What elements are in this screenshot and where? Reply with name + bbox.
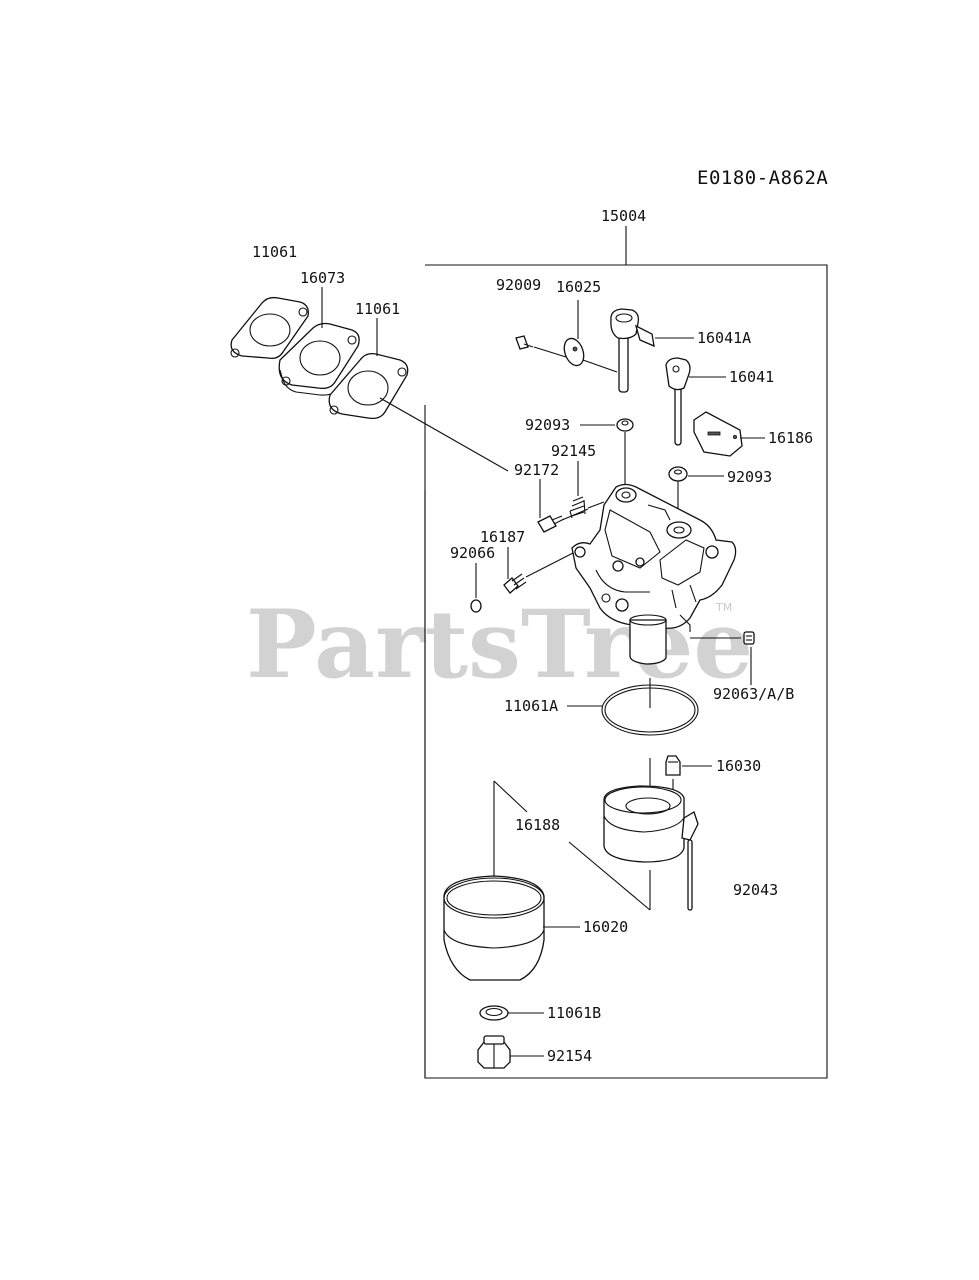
label-11061-top: 11061	[252, 243, 297, 261]
gasket-11061-outer[interactable]	[230, 296, 309, 360]
throttle-shaft-16041A[interactable]	[610, 308, 655, 393]
float-valve-16030[interactable]	[665, 755, 681, 776]
leader-92009	[533, 346, 567, 358]
leader-jet	[525, 551, 576, 578]
seal-92093-upper[interactable]	[616, 418, 634, 432]
label-92009: 92009	[496, 276, 541, 294]
choke-valve-16186[interactable]	[693, 411, 743, 457]
float-bowl-16020[interactable]	[443, 875, 545, 981]
choke-shaft-16041[interactable]	[665, 357, 691, 446]
seal-92093-lower[interactable]	[668, 466, 688, 482]
screw-92009[interactable]	[515, 335, 534, 350]
label-92172: 92172	[514, 461, 559, 479]
float-pin-92043[interactable]	[687, 839, 693, 911]
pilot-jet-16187[interactable]	[503, 573, 527, 594]
leader-screw	[561, 508, 589, 521]
gasket-16073-insulator[interactable]	[278, 322, 360, 396]
label-11061-mid: 11061	[355, 300, 400, 318]
float-16188[interactable]	[603, 785, 699, 863]
throttle-valve-16025[interactable]	[561, 336, 587, 368]
label-92154: 92154	[547, 1047, 592, 1065]
label-11061B: 11061B	[547, 1004, 601, 1022]
label-92093-upper: 92093	[525, 416, 570, 434]
carburetor-body[interactable]	[571, 483, 737, 665]
label-15004: 15004	[601, 207, 646, 225]
cap-92066[interactable]	[470, 599, 482, 613]
watermark-trademark: TM	[715, 601, 732, 614]
label-16186: 16186	[768, 429, 813, 447]
drain-bolt-92154[interactable]	[477, 1035, 511, 1069]
leader-16188-left	[493, 780, 528, 813]
gasket-11061B[interactable]	[479, 1005, 509, 1021]
main-jet-92063[interactable]	[743, 631, 755, 645]
label-16020: 16020	[583, 918, 628, 936]
spring-92145[interactable]	[569, 496, 586, 519]
leader-shaft	[582, 359, 618, 373]
label-11061A: 11061A	[504, 697, 558, 715]
label-92063: 92063/A/B	[713, 685, 794, 703]
label-92043: 92043	[733, 881, 778, 899]
label-16073: 16073	[300, 269, 345, 287]
label-92093-lower: 92093	[727, 468, 772, 486]
label-16041: 16041	[729, 368, 774, 386]
label-92066: 92066	[450, 544, 495, 562]
leader-spring	[587, 501, 605, 509]
leader-16188-right	[568, 841, 651, 911]
leader-92172-gasket	[379, 397, 509, 472]
pilot-screw-92172[interactable]	[537, 515, 565, 533]
label-16030: 16030	[716, 757, 761, 775]
label-16188: 16188	[515, 816, 560, 834]
diagram-code: E0180-A862A	[697, 167, 828, 189]
label-16025: 16025	[556, 278, 601, 296]
label-92145: 92145	[551, 442, 596, 460]
label-16041A: 16041A	[697, 329, 751, 347]
label-16187: 16187	[480, 528, 525, 546]
